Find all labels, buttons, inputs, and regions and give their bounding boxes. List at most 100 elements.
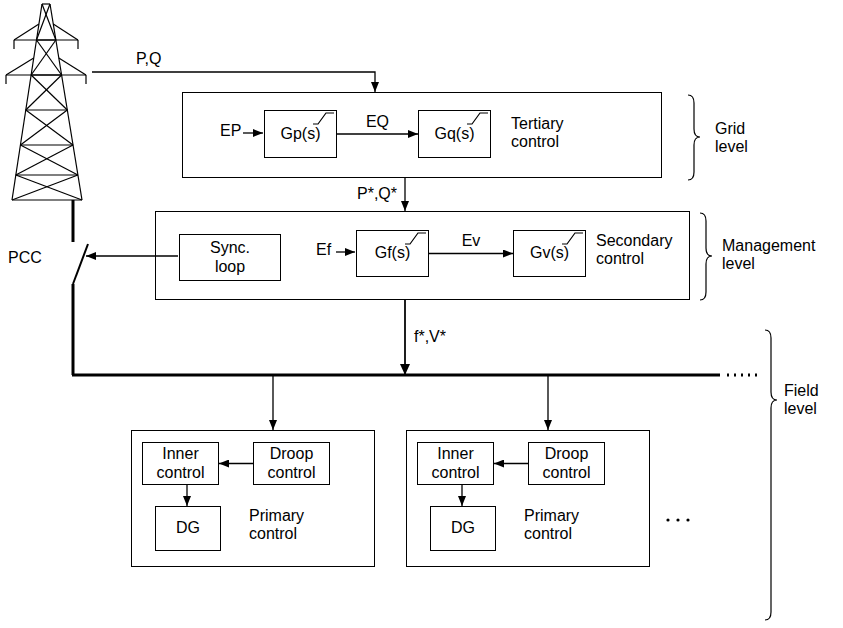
box-label: Primary control — [249, 507, 321, 544]
tower-strut — [14, 24, 39, 40]
box-label: Primary control — [524, 507, 596, 544]
function-block: Gq(s) — [418, 110, 491, 158]
dot — [666, 518, 669, 521]
function-block: DG — [155, 506, 221, 551]
tower-strut — [77, 40, 78, 49]
saturation-symbol — [404, 231, 428, 245]
tower-strut — [12, 4, 42, 200]
saturation-curve — [405, 233, 426, 244]
ef-arrow — [336, 251, 355, 252]
box-label: Tertiary control — [511, 115, 591, 152]
tower-strut — [14, 39, 78, 40]
bus-continuation — [727, 374, 758, 377]
tower-strut — [6, 58, 34, 75]
more-units-dots — [666, 518, 689, 521]
curly-brace — [700, 213, 712, 300]
grid-feeder — [72, 284, 75, 375]
function-block: Inner control — [417, 442, 494, 485]
annotation: Field level — [784, 382, 834, 419]
tower-strut — [16, 174, 78, 175]
sync-arrow — [86, 255, 178, 256]
box-label: Gp(s) — [281, 125, 321, 143]
annotation: Grid level — [715, 120, 765, 157]
tower-strut — [20, 144, 73, 145]
box-label: Inner control — [418, 445, 493, 482]
function-block: Inner control — [142, 442, 219, 485]
function-block: DG — [430, 506, 496, 551]
annotation: Management level — [722, 237, 834, 274]
ep-arrow — [243, 132, 263, 133]
signal-connector — [461, 485, 462, 506]
transmission-tower — [6, 4, 86, 200]
control-level-box: Inner control Droop controlDG Primary cont… — [406, 430, 650, 567]
annotation: PCC — [8, 249, 42, 267]
power-flow-arrow — [92, 72, 375, 92]
function-block: Droop control — [253, 442, 330, 485]
tower-strut — [26, 110, 73, 145]
saturation-symbol — [312, 111, 336, 125]
signal-connector — [337, 133, 418, 134]
signal-arrows — [86, 133, 355, 256]
tower-strut — [5, 75, 6, 84]
function-block: Gp(s) — [264, 110, 337, 158]
control-level-box: Sync. loop Gf(s) Gv(s) Secondary control — [155, 211, 690, 300]
function-block: Sync. loop — [179, 234, 281, 281]
tower-strut — [16, 145, 73, 175]
box-label: Gf(s) — [375, 244, 411, 262]
tower-strut — [42, 3, 50, 4]
saturation-curve — [313, 113, 334, 124]
box-label: DG — [451, 519, 475, 537]
box-label: Gq(s) — [435, 125, 475, 143]
edge-label: P*,Q* — [355, 185, 399, 203]
signal-connector — [219, 463, 253, 464]
control-level-box: Gp(s) Gq(s) Tertiary control — [182, 92, 662, 178]
annotation: f*,V* — [414, 328, 446, 346]
edge-label: EQ — [364, 113, 391, 131]
dot — [676, 518, 679, 521]
box-label: Droop control — [254, 445, 329, 482]
tower-strut — [20, 145, 78, 175]
tower-strut — [16, 175, 82, 200]
box-label: Secondary control — [596, 232, 684, 269]
tower-strut — [26, 109, 68, 110]
signal-connector — [405, 300, 548, 430]
level-braces — [688, 95, 777, 620]
tower-strut — [13, 40, 14, 49]
function-block: Gf(s) — [356, 230, 429, 277]
tower-strut — [53, 24, 78, 40]
saturation-curve — [467, 113, 488, 124]
tower-strut — [59, 58, 86, 75]
tower-strut — [36, 4, 50, 40]
edge-label: Ev — [460, 232, 483, 250]
box-label: Inner control — [143, 445, 218, 482]
box-label: Droop control — [529, 445, 604, 482]
box-label: Sync. loop — [205, 239, 255, 276]
pcc-switch — [73, 244, 88, 284]
tower-strut — [20, 110, 67, 145]
signal-connector — [429, 253, 513, 254]
saturation-curve — [562, 233, 583, 244]
tower-strut — [12, 175, 78, 200]
function-block: Droop control — [528, 442, 605, 485]
dot — [686, 518, 689, 521]
pq-arrow — [92, 72, 375, 92]
grid-line — [72, 200, 758, 375]
annotation: EP — [220, 122, 241, 140]
tower-strut — [26, 75, 62, 110]
annotation: P,Q — [136, 50, 162, 68]
box-label: Gv(s) — [530, 244, 569, 262]
tower-strut — [36, 40, 61, 75]
tower-strut — [42, 4, 56, 40]
tower-strut — [6, 74, 86, 75]
tower-strut — [50, 4, 82, 200]
grid-feeder — [72, 200, 75, 242]
signal-connector — [273, 300, 405, 430]
box-label: DG — [176, 519, 200, 537]
tower-strut — [85, 75, 86, 84]
signal-connector — [186, 485, 187, 506]
curly-brace — [688, 95, 700, 180]
